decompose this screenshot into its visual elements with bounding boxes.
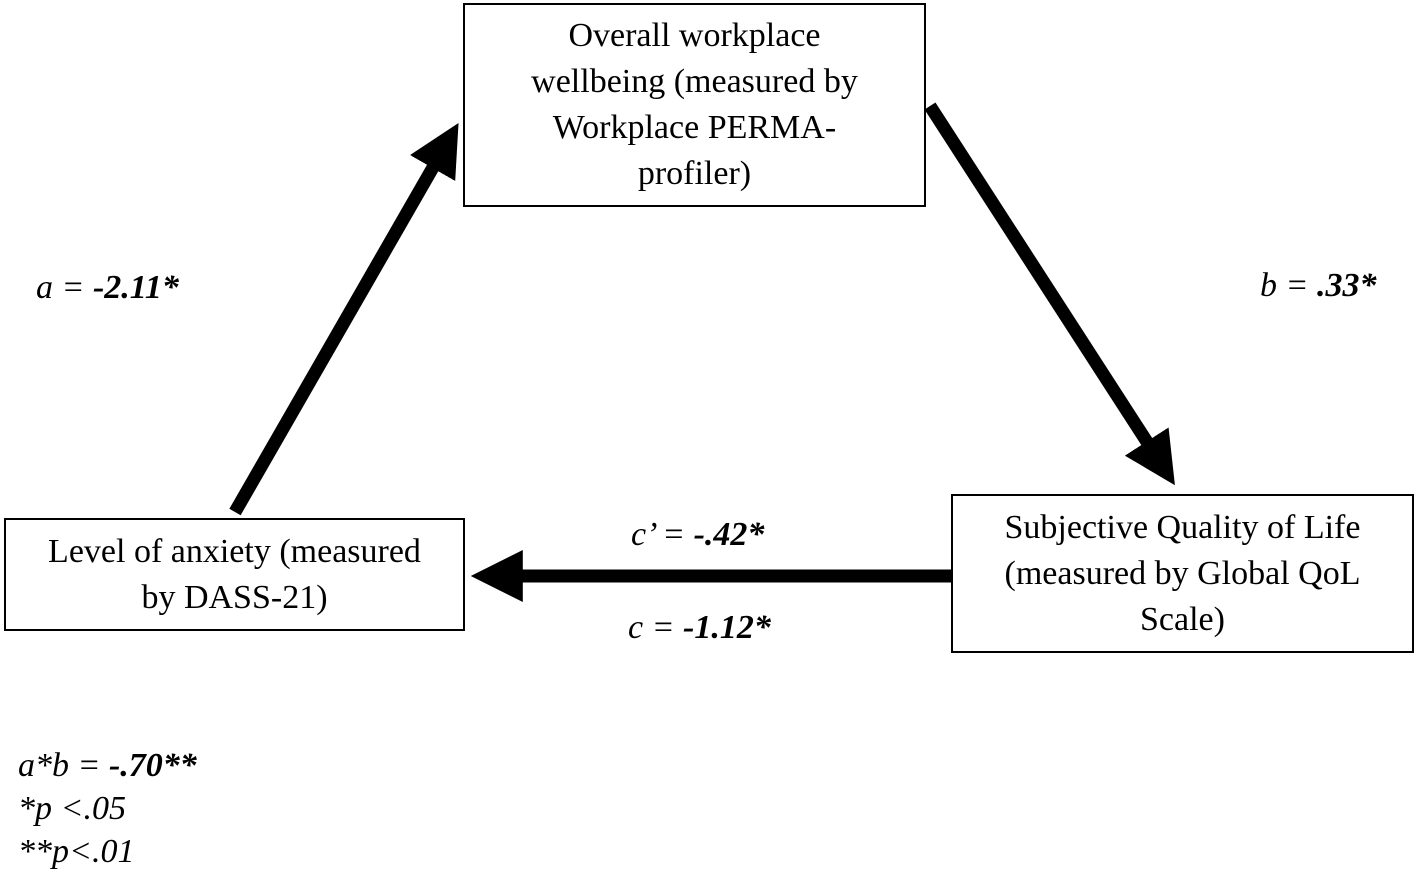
node-qol-line-1: Subjective Quality of Life bbox=[1004, 508, 1361, 546]
node-quality-of-life: Subjective Quality of Life (measured by … bbox=[951, 494, 1414, 653]
node-anxiety-line-1: Level of anxiety (measured bbox=[48, 532, 421, 570]
node-wellbeing-line-1: Overall workplace bbox=[568, 17, 821, 54]
node-wellbeing-line-3: Workplace PERMA- bbox=[552, 109, 837, 146]
path-b-value: .33* bbox=[1316, 267, 1377, 304]
indirect-effect-value: -.70** bbox=[108, 747, 197, 784]
path-a-label: a = -2.11* bbox=[36, 269, 179, 306]
path-c-prime-label: c’ = -.42* bbox=[631, 516, 765, 553]
significance-note-01: **p<.01 bbox=[18, 830, 197, 873]
significance-p-2: p bbox=[52, 833, 69, 870]
indirect-effect-name: a*b bbox=[18, 747, 69, 784]
node-anxiety: Level of anxiety (measured by DASS-21) bbox=[4, 518, 465, 631]
node-wellbeing-line-4: profiler) bbox=[637, 155, 752, 192]
path-c-value: -1.12* bbox=[683, 609, 771, 646]
node-anxiety-line-2: by DASS-21) bbox=[141, 578, 328, 616]
path-a-name: a bbox=[36, 269, 53, 306]
arrow-b-wellbeing-to-qol bbox=[924, 102, 1175, 486]
node-workplace-wellbeing: Overall workplace wellbeing (measured by… bbox=[463, 3, 926, 207]
path-a-value: -2.11* bbox=[92, 269, 179, 306]
arrow-a-anxiety-to-wellbeing bbox=[229, 122, 459, 516]
notes: a*b = -.70** *p <.05 **p<.01 bbox=[18, 744, 197, 873]
indirect-effect-note: a*b = -.70** bbox=[18, 747, 197, 784]
significance-stars-2: ** bbox=[18, 833, 52, 870]
significance-p-1: p bbox=[35, 790, 52, 827]
path-c-prime-value: -.42* bbox=[693, 516, 765, 553]
path-b-label: b = .33* bbox=[1260, 267, 1377, 304]
node-qol-line-2: (measured by Global QoL bbox=[1004, 554, 1361, 592]
node-qol-line-3: Scale) bbox=[1140, 600, 1225, 638]
path-c-prime-name: c’ bbox=[631, 516, 654, 553]
path-c-name: c bbox=[628, 609, 644, 646]
significance-threshold-2: <.01 bbox=[69, 833, 135, 870]
significance-stars-1: * bbox=[18, 790, 35, 827]
path-b-name: b bbox=[1260, 267, 1277, 304]
significance-threshold-1: <.05 bbox=[52, 790, 126, 827]
significance-note-05: *p <.05 bbox=[18, 787, 197, 830]
node-wellbeing-line-2: wellbeing (measured by bbox=[531, 63, 858, 100]
path-c-label: c = -1.12* bbox=[628, 609, 771, 646]
